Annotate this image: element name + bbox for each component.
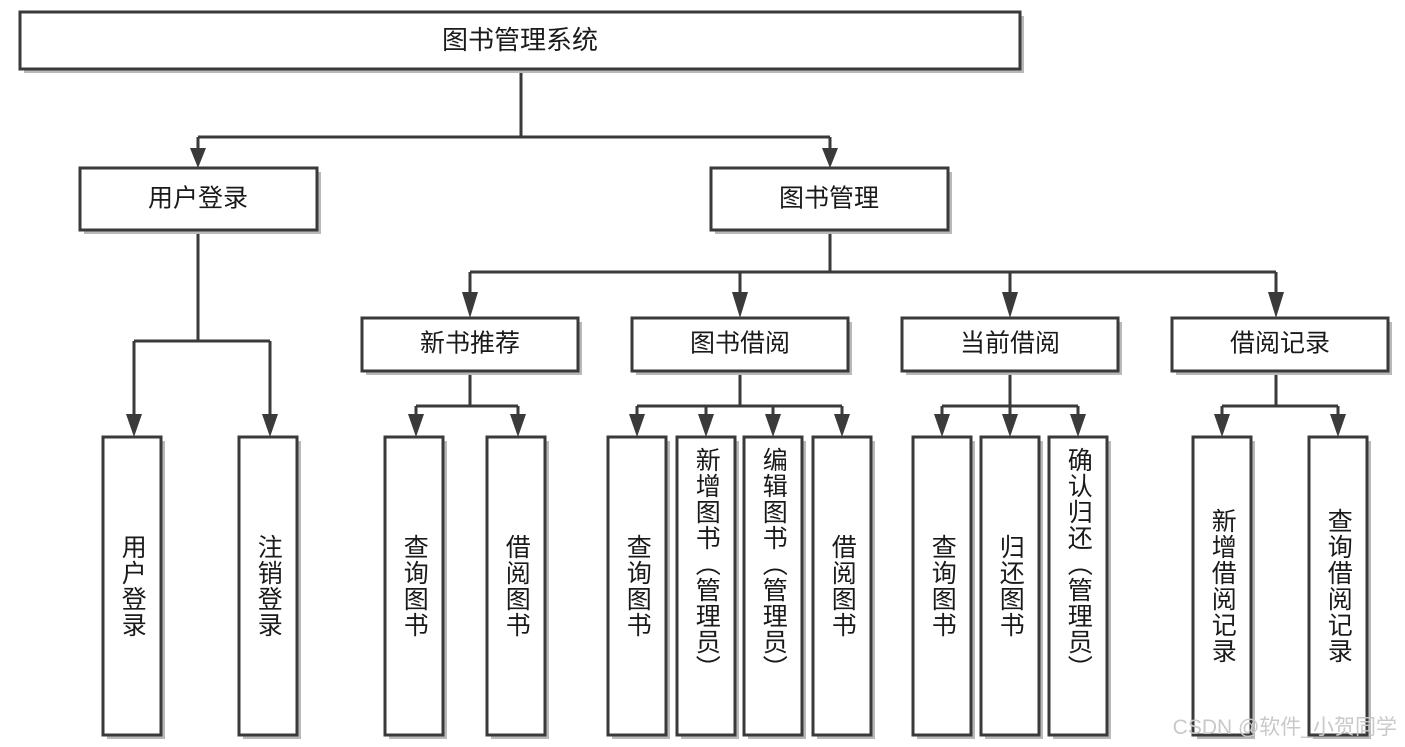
node-book-management-label: 图书管理 xyxy=(779,185,879,213)
node-borrow-record-label: 借阅记录 xyxy=(1230,330,1330,358)
arrow-leaf-edit-book-admin xyxy=(765,414,781,437)
leaf-add-book-admin[interactable] xyxy=(675,435,739,739)
node-user-login[interactable]: 用户登录 xyxy=(78,166,321,234)
leaf-query-book-3[interactable] xyxy=(911,435,975,739)
arrow-to-user-login xyxy=(190,148,206,168)
root-node[interactable]: 图书管理系统 xyxy=(18,10,1024,73)
node-layer: 图书管理系统 用户登录 图书管理 新书推荐 xyxy=(18,10,1392,739)
node-book-management[interactable]: 图书管理 xyxy=(709,166,952,234)
arrow-leaf-query-borrow-record xyxy=(1330,414,1346,437)
leaf-confirm-return-admin[interactable] xyxy=(1047,435,1111,739)
leaf-query-book-1[interactable] xyxy=(383,435,447,739)
arrow-to-borrow-record xyxy=(1268,292,1284,318)
leaf-borrow-book-1[interactable] xyxy=(485,435,549,739)
arrow-leaf-return-book xyxy=(1002,414,1018,437)
leaf-query-book-2[interactable] xyxy=(606,435,670,739)
arrow-leaf-borrow-book-2 xyxy=(834,414,850,437)
arrow-leaf-query-book-3 xyxy=(934,414,950,437)
csdn-watermark: CSDN @软件_小贺同学 xyxy=(1172,716,1397,739)
leaf-edit-book-admin[interactable] xyxy=(742,435,806,739)
arrow-leaf-add-borrow-record xyxy=(1214,414,1230,437)
arrow-leaf-borrow-book-1 xyxy=(510,414,526,437)
node-borrow-record[interactable]: 借阅记录 xyxy=(1170,316,1392,375)
arrow-leaf-user-login xyxy=(126,414,142,437)
arrow-leaf-query-book-1 xyxy=(408,414,424,437)
node-book-borrow-label: 图书借阅 xyxy=(690,330,790,358)
node-new-book-recommend[interactable]: 新书推荐 xyxy=(360,316,582,375)
node-current-borrow[interactable]: 当前借阅 xyxy=(900,316,1122,375)
leaf-return-book[interactable] xyxy=(979,435,1043,739)
arrow-leaf-query-book-2 xyxy=(629,414,645,437)
leaf-borrow-book-2[interactable] xyxy=(811,435,875,739)
arrow-to-new-book xyxy=(462,292,478,318)
node-user-login-label: 用户登录 xyxy=(148,185,248,213)
leaf-query-borrow-record[interactable] xyxy=(1307,435,1371,739)
node-current-borrow-label: 当前借阅 xyxy=(960,330,1060,358)
arrow-to-book-borrow xyxy=(732,292,748,318)
node-new-book-recommend-label: 新书推荐 xyxy=(420,330,520,358)
leaf-logout[interactable] xyxy=(237,435,301,739)
connector-layer xyxy=(126,72,1346,437)
arrow-leaf-confirm-return xyxy=(1070,414,1086,437)
root-node-label: 图书管理系统 xyxy=(442,25,598,55)
node-book-borrow[interactable]: 图书借阅 xyxy=(630,316,852,375)
arrow-leaf-logout xyxy=(262,414,278,437)
arrow-to-current-borrow xyxy=(1002,292,1018,318)
arrow-leaf-add-book-admin xyxy=(698,414,714,437)
leaf-user-login[interactable] xyxy=(101,435,165,739)
leaf-add-borrow-record[interactable] xyxy=(1191,435,1255,739)
arrow-to-book-mgmt xyxy=(822,148,838,168)
